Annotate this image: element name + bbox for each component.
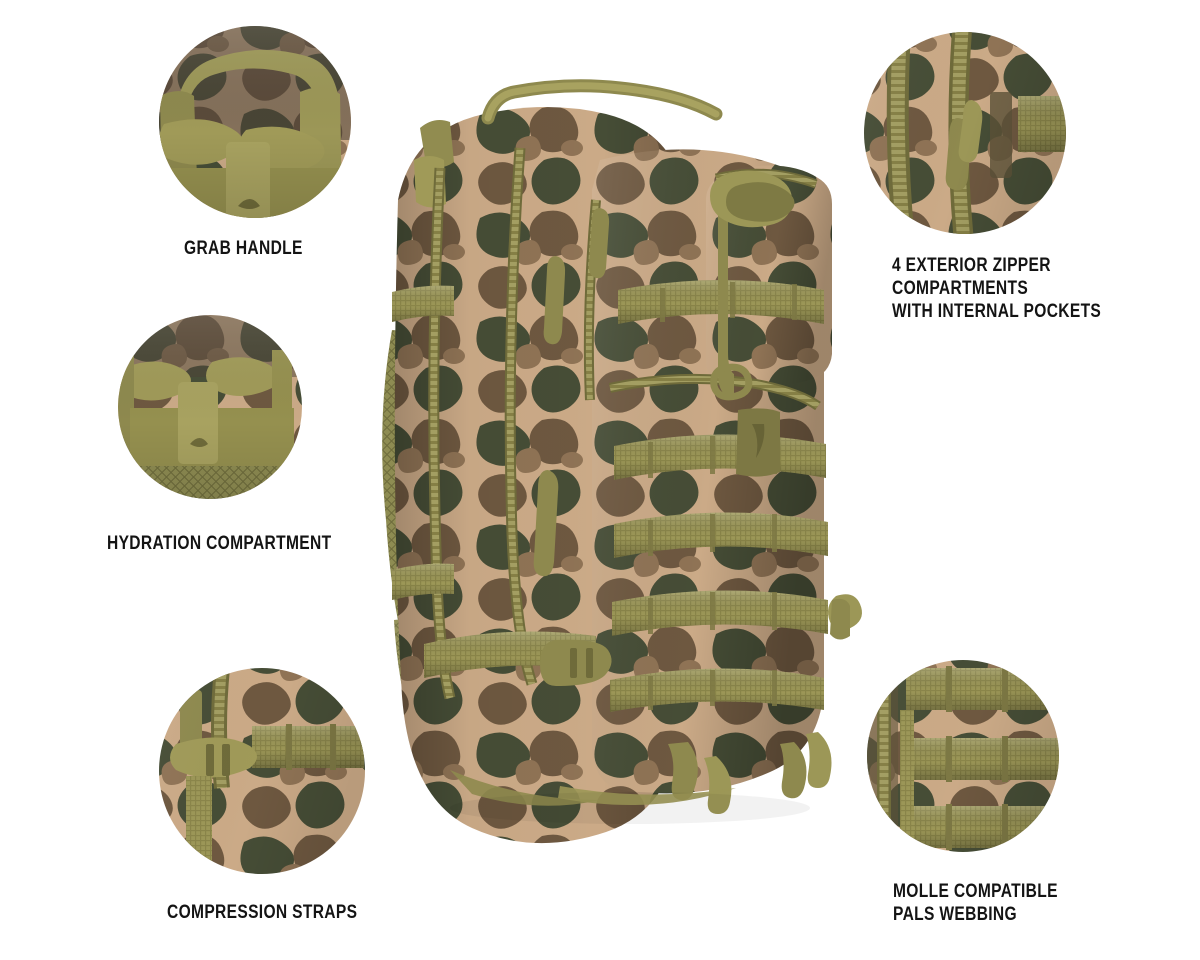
detail-zipper-compartments (864, 32, 1066, 234)
bottom-webbing-tails (450, 732, 832, 814)
caption-hydration-compartment: HYDRATION COMPARTMENT (107, 533, 332, 554)
caption-compression-straps: COMPRESSION STRAPS (167, 902, 358, 923)
backpack-illustration (382, 79, 862, 844)
detail-hydration-compartment (118, 315, 302, 499)
detail-grab-handle (159, 26, 351, 218)
caption-molle-compatible-pals-webbing: MOLLE COMPATIBLE PALS WEBBING (893, 881, 1058, 925)
caption-grab-handle: GRAB HANDLE (184, 238, 303, 259)
detail-molle-webbing (867, 660, 1059, 852)
caption-exterior-zipper-compartments: 4 EXTERIOR ZIPPER COMPARTMENTS WITH INTE… (892, 255, 1102, 322)
side-release-buckle-strap (710, 170, 795, 401)
compression-webbing-left (392, 285, 612, 686)
detail-compression-straps (159, 668, 365, 874)
zipper-pulls (533, 208, 610, 577)
